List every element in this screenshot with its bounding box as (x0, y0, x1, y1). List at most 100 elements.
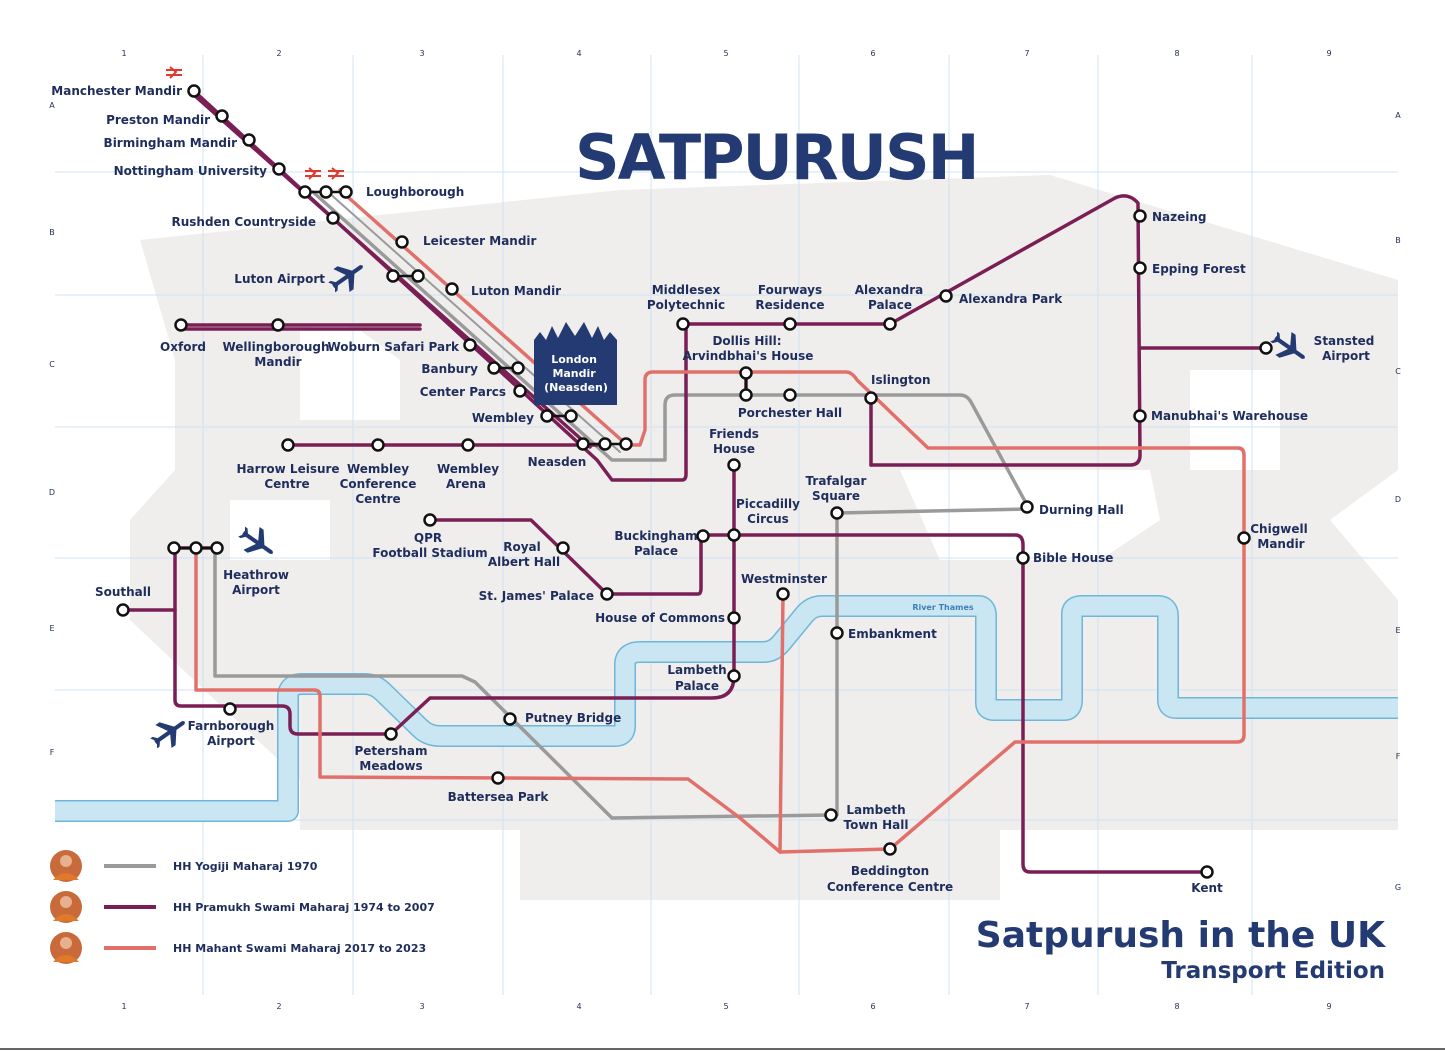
station-stop[interactable] (598, 437, 612, 451)
station-stop[interactable] (384, 727, 398, 741)
station-stop[interactable] (727, 458, 741, 472)
station-stop[interactable] (600, 587, 614, 601)
grid-row-label: B (1395, 236, 1401, 245)
station-stop[interactable] (696, 529, 710, 543)
station-stop[interactable] (395, 235, 409, 249)
station-label-neasden: Neasden (528, 455, 587, 469)
station-label-islington: Islington (871, 373, 931, 387)
grid-row-label: E (1395, 626, 1400, 635)
station-stop[interactable] (511, 361, 525, 375)
station-stop[interactable] (174, 318, 188, 332)
hub-label: London Mandir (Neasden) (544, 353, 608, 394)
station-stop[interactable] (1259, 341, 1273, 355)
station-label-luton-mandir: Luton Mandir (471, 284, 561, 298)
station-stop[interactable] (463, 338, 477, 352)
station-stop[interactable] (189, 541, 203, 555)
station-label-leicester: Leicester Mandir (423, 234, 537, 248)
station-stop[interactable] (116, 603, 130, 617)
station-stop[interactable] (272, 162, 286, 176)
station-stop[interactable] (215, 109, 229, 123)
station-stop[interactable] (1133, 261, 1147, 275)
grid-col-label: 1 (121, 1002, 126, 1011)
station-stop[interactable] (727, 611, 741, 625)
station-label-porchester: Porchester Hall (738, 406, 842, 420)
station-stop[interactable] (830, 626, 844, 640)
station-label-kent: Kent (1191, 881, 1223, 895)
station-stop[interactable] (503, 712, 517, 726)
station-stop[interactable] (864, 391, 878, 405)
river-thames (55, 595, 1398, 822)
station-stop[interactable] (1133, 409, 1147, 423)
london-mandir-hub[interactable]: London Mandir (Neasden) (534, 322, 617, 405)
station-stop[interactable] (727, 528, 741, 542)
station-stop[interactable] (386, 269, 400, 283)
station-stop[interactable] (556, 541, 570, 555)
station-stop[interactable] (445, 282, 459, 296)
station-label-luton-airport: Luton Airport (234, 272, 325, 286)
station-stop[interactable] (619, 437, 633, 451)
station-stop[interactable] (939, 289, 953, 303)
station-stop[interactable] (564, 409, 578, 423)
station-stop[interactable] (540, 409, 554, 423)
station-label-preston: Preston Mandir (106, 113, 210, 127)
station-stop[interactable] (187, 84, 201, 98)
station-stop[interactable] (513, 384, 527, 398)
legend-label: HH Yogiji Maharaj 1970 (173, 860, 318, 873)
grid-col-label: 6 (870, 49, 875, 58)
station-stop[interactable] (783, 317, 797, 331)
station-stop[interactable] (461, 438, 475, 452)
station-label-woburn: Woburn Safari Park (327, 340, 460, 354)
station-stop[interactable] (298, 185, 312, 199)
grid-row-label: A (49, 101, 55, 110)
station-stop[interactable] (739, 388, 753, 402)
station-stop[interactable] (727, 669, 741, 683)
station-stop[interactable] (1016, 551, 1030, 565)
station-stop[interactable] (423, 513, 437, 527)
station-label-st-james: St. James' Palace (479, 589, 594, 603)
station-stop[interactable] (1200, 865, 1214, 879)
station-stop[interactable] (339, 185, 353, 199)
station-stop[interactable] (326, 211, 340, 225)
station-stop[interactable] (883, 317, 897, 331)
station-stop[interactable] (576, 437, 590, 451)
station-stop[interactable] (1133, 209, 1147, 223)
station-stop[interactable] (830, 506, 844, 520)
station-label-bible-house: Bible House (1033, 551, 1113, 565)
station-stop[interactable] (319, 185, 333, 199)
station-stop[interactable] (223, 702, 237, 716)
station-stop[interactable] (739, 366, 753, 380)
station-stop[interactable] (824, 808, 838, 822)
station-stop[interactable] (491, 771, 505, 785)
station-stop[interactable] (411, 269, 425, 283)
station-stops (116, 84, 1273, 879)
legend-label: HH Mahant Swami Maharaj 2017 to 2023 (173, 942, 426, 955)
station-label-durning: Durning Hall (1039, 503, 1124, 517)
grid-col-label: 1 (121, 49, 126, 58)
station-stop[interactable] (487, 361, 501, 375)
grid-row-label: B (49, 228, 55, 237)
station-stop[interactable] (271, 318, 285, 332)
station-stop[interactable] (676, 317, 690, 331)
legend-item-mahant: HH Mahant Swami Maharaj 2017 to 2023 (50, 932, 426, 964)
station-stop[interactable] (776, 587, 790, 601)
station-stop[interactable] (242, 133, 256, 147)
station-stop[interactable] (281, 438, 295, 452)
station-stop[interactable] (167, 541, 181, 555)
background-cutouts (230, 325, 1280, 560)
station-stop[interactable] (1020, 500, 1034, 514)
station-stop[interactable] (783, 388, 797, 402)
station-stop[interactable] (210, 541, 224, 555)
background-shapes (130, 175, 1398, 900)
station-stop[interactable] (883, 842, 897, 856)
station-stop[interactable] (1237, 531, 1251, 545)
grid-row-label: F (50, 748, 55, 757)
grid-col-label: 2 (276, 49, 281, 58)
station-stop[interactable] (371, 438, 385, 452)
station-label-oxford: Oxford (160, 340, 206, 354)
